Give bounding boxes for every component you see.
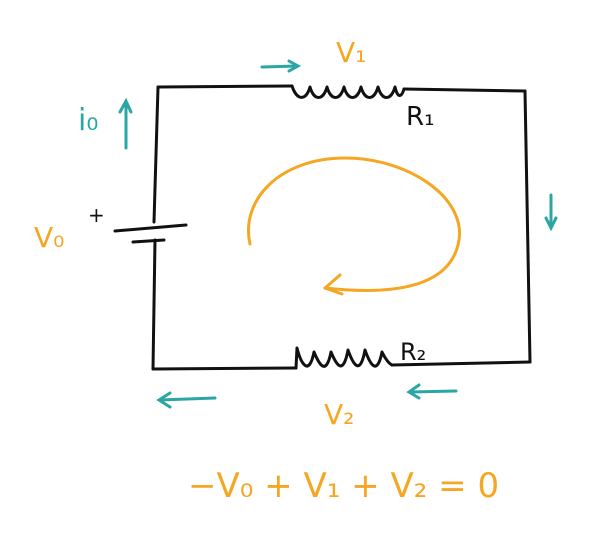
arrow-left-icon (406, 383, 458, 400)
kvl-equation: −V₀ + V₁ + V₂ = 0 (188, 466, 499, 506)
resistor-r2 (294, 346, 394, 370)
arrow-up-icon (118, 97, 133, 150)
battery-short-plate (131, 238, 166, 244)
bottom-left-wire (151, 366, 298, 371)
bottom-right-wire (390, 360, 532, 367)
right-wire (523, 89, 532, 364)
arrow-right-icon (260, 59, 302, 73)
arrow-left-icon (156, 391, 217, 409)
label-v2: V₂ (324, 398, 354, 431)
left-upper-wire (152, 85, 160, 224)
top-right-wire (402, 87, 527, 93)
clockwise-loop-arrow-icon (247, 156, 461, 296)
resistor-r1 (290, 84, 406, 99)
battery-plus-sign: + (88, 203, 105, 227)
battery-long-plate (113, 223, 188, 233)
label-i0: i₀ (78, 103, 98, 138)
circuit-wires (151, 84, 532, 371)
battery (113, 223, 188, 244)
label-v0: V₀ (34, 221, 64, 254)
label-r2: R₂ (400, 338, 426, 366)
label-v1: V₁ (336, 36, 366, 69)
left-lower-wire (151, 238, 157, 371)
top-left-wire (156, 84, 294, 89)
arrow-down-icon (544, 193, 558, 232)
label-r1: R₁ (406, 102, 435, 132)
